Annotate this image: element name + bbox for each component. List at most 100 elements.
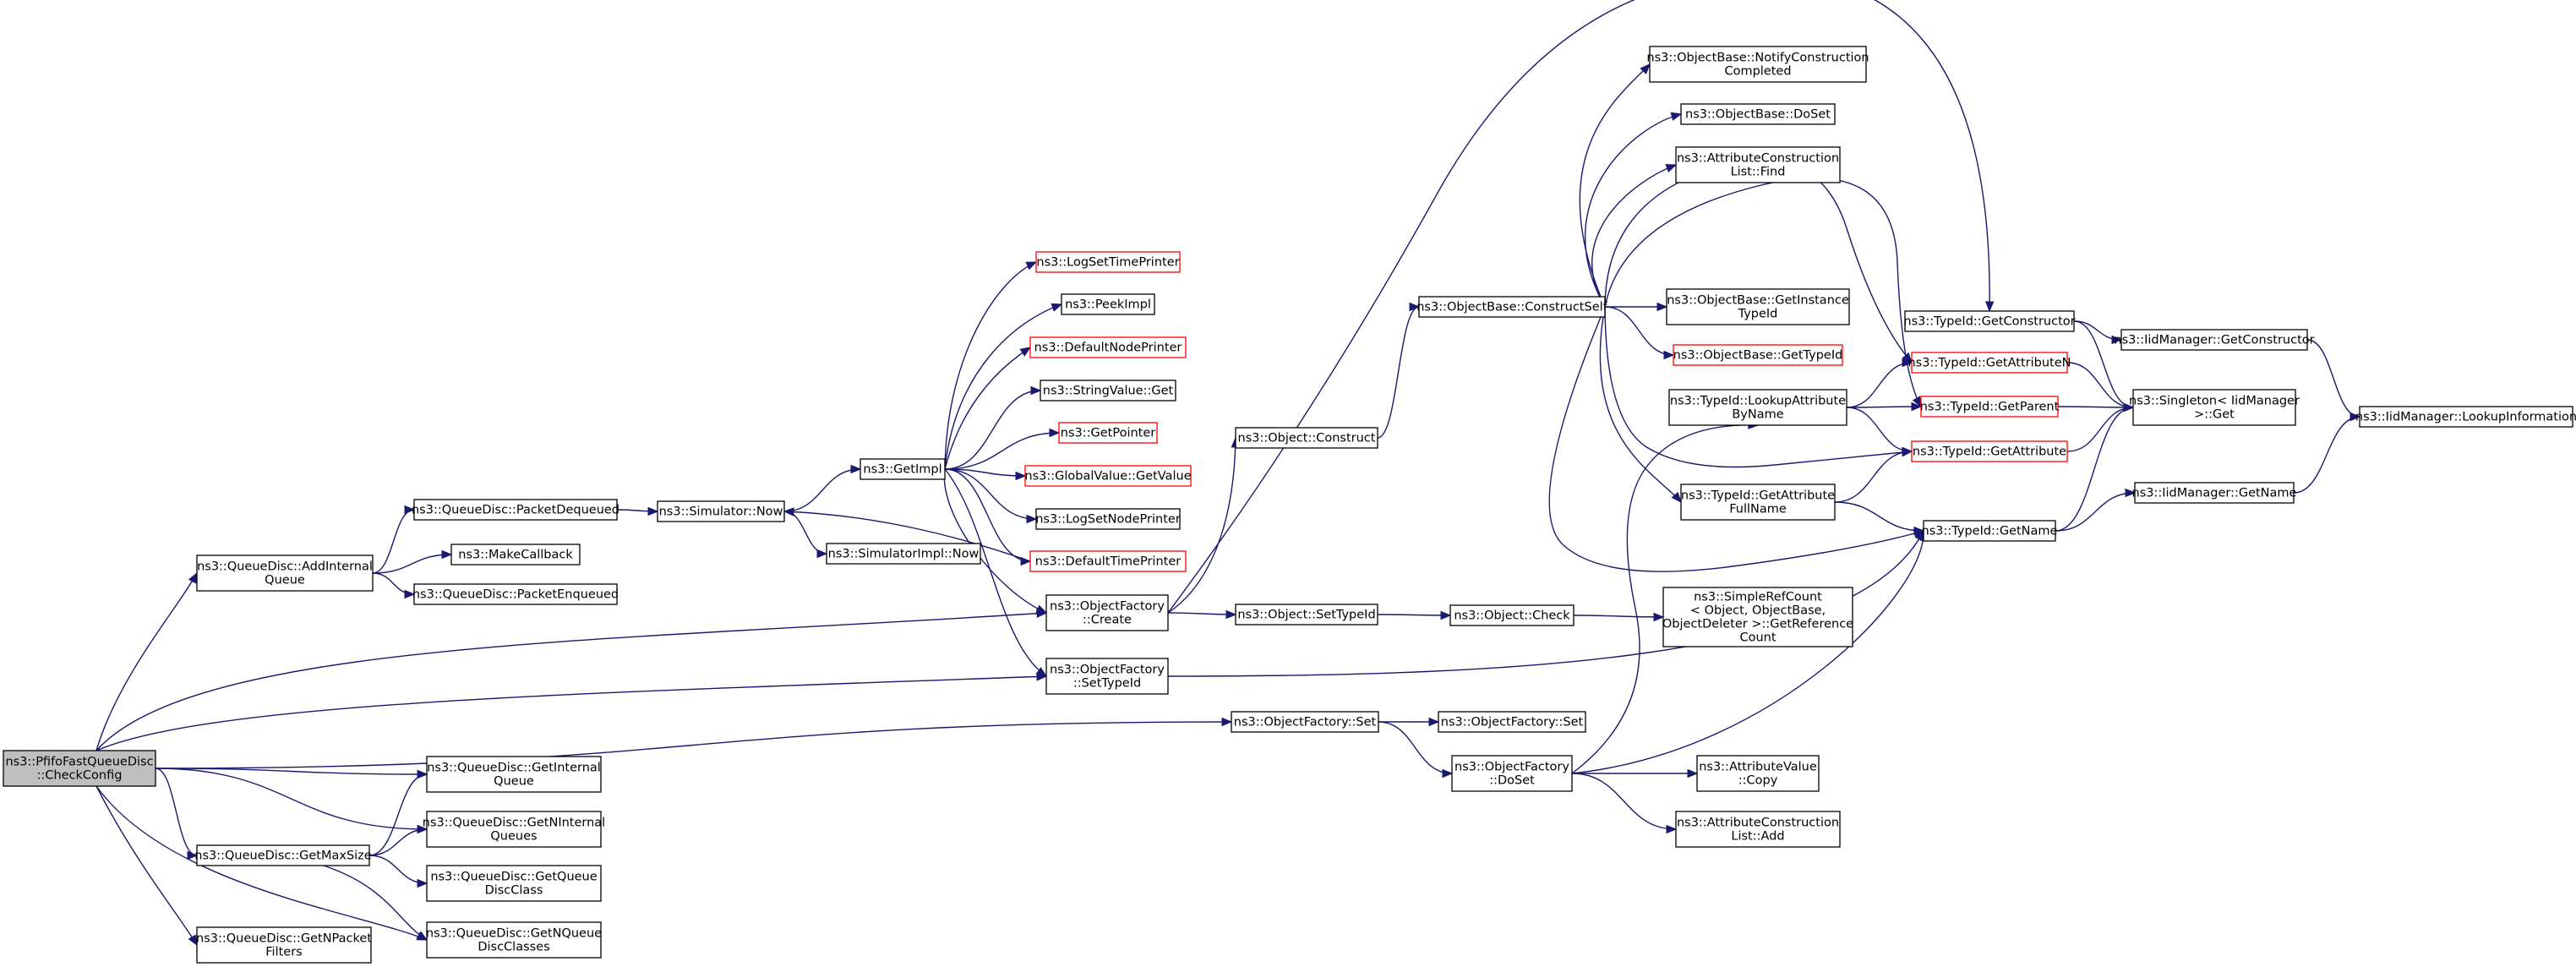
node-box[interactable] (1673, 344, 1843, 366)
node-box[interactable] (826, 543, 981, 565)
node-lookupInformation[interactable]: ns3::IidManager::LookupInformation (2355, 406, 2576, 428)
node-attrValueCopy[interactable]: ns3::AttributeValue::Copy (1696, 755, 1820, 792)
node-box[interactable] (1911, 440, 2068, 462)
node-defaultNodePrinter[interactable]: ns3::DefaultNodePrinter (1029, 336, 1187, 358)
node-objectBaseGetTypeId[interactable]: ns3::ObjectBase::GetTypeId (1673, 344, 1843, 366)
node-box[interactable] (1666, 288, 1850, 325)
node-box[interactable] (426, 756, 602, 793)
node-typeIdGetConstructor[interactable]: ns3::TypeId::GetConstructor (1903, 310, 2076, 332)
node-box[interactable] (1045, 658, 1169, 695)
node-peekImpl[interactable]: ns3::PeekImpl (1061, 293, 1155, 315)
node-box[interactable] (1451, 755, 1573, 792)
node-box[interactable] (1231, 711, 1379, 733)
node-packetDequeued[interactable]: ns3::QueueDisc::PacketDequeued (412, 499, 619, 521)
node-iidGetName[interactable]: ns3::IidManager::GetName (2132, 482, 2297, 504)
node-box[interactable] (1675, 811, 1841, 848)
node-box[interactable] (413, 583, 618, 605)
node-box[interactable] (1662, 587, 1853, 647)
node-box[interactable] (1235, 427, 1378, 449)
node-stringValueGet[interactable]: ns3::StringValue::Get (1040, 380, 1176, 402)
node-box[interactable] (1649, 46, 1867, 83)
node-box[interactable] (413, 499, 618, 521)
node-objectSetTypeId[interactable]: ns3::Object::SetTypeId (1235, 604, 1378, 626)
node-box[interactable] (1045, 594, 1169, 631)
node-notifyConstruction[interactable]: ns3::ObjectBase::NotifyConstructionCompl… (1646, 46, 1869, 83)
node-box[interactable] (1061, 293, 1155, 315)
node-box[interactable] (1235, 604, 1378, 626)
node-logSetTimePrinter[interactable]: ns3::LogSetTimePrinter (1035, 251, 1181, 273)
node-box[interactable] (426, 811, 602, 848)
node-getPointer[interactable]: ns3::GetPointer (1058, 422, 1158, 444)
node-simpleRefCount[interactable]: ns3::SimpleRefCount< Object, ObjectBase,… (1662, 587, 1853, 647)
node-root[interactable]: ns3::PfifoFastQueueDisc::CheckConfig (3, 750, 156, 787)
node-box[interactable] (1040, 380, 1176, 402)
node-typeIdGetName[interactable]: ns3::TypeId::GetName (1922, 520, 2058, 542)
node-defaultTimePrinter[interactable]: ns3::DefaultTimePrinter (1029, 550, 1187, 572)
node-box[interactable] (1035, 251, 1181, 273)
node-simulatorNow[interactable]: ns3::Simulator::Now (657, 500, 785, 522)
node-box[interactable] (657, 500, 785, 522)
node-box[interactable] (1035, 508, 1181, 530)
node-box[interactable] (2134, 482, 2295, 504)
node-box[interactable] (196, 555, 374, 592)
node-box[interactable] (1668, 389, 1847, 426)
node-objFactorySet2[interactable]: ns3::ObjectFactory::Set (1438, 711, 1586, 733)
node-box[interactable] (426, 865, 602, 902)
node-singletonGet[interactable]: ns3::Singleton< IidManager >::Get (2129, 389, 2300, 426)
node-box[interactable] (2132, 389, 2296, 426)
node-iidGetConstructor[interactable]: ns3::IidManager::GetConstructor (2114, 329, 2315, 351)
node-objFactoryCreate[interactable]: ns3::ObjectFactory::Create (1045, 594, 1169, 631)
node-box[interactable] (1923, 520, 2056, 542)
node-typeIdGetParent[interactable]: ns3::TypeId::GetParent (1920, 396, 2060, 418)
node-objectCheck[interactable]: ns3::Object::Check (1449, 604, 1575, 626)
node-typeIdGetAttribute[interactable]: ns3::TypeId::GetAttribute (1911, 440, 2068, 462)
node-objectBaseDoSet[interactable]: ns3::ObjectBase::DoSet (1680, 103, 1836, 125)
node-box[interactable] (1920, 396, 2059, 418)
node-box[interactable] (2359, 406, 2573, 428)
node-constructSelf[interactable]: ns3::ObjectBase::ConstructSelf (1416, 296, 1608, 318)
node-getMaxSize[interactable]: ns3::QueueDisc::GetMaxSize (194, 844, 372, 866)
node-box[interactable] (1029, 550, 1187, 572)
node-globalValueGetValue[interactable]: ns3::GlobalValue::GetValue (1024, 465, 1192, 487)
node-box[interactable] (1675, 146, 1841, 183)
node-box[interactable] (860, 458, 946, 480)
node-simulatorImplNow[interactable]: ns3::SimulatorImpl::Now (826, 543, 981, 565)
node-box[interactable] (3, 750, 156, 787)
node-objFactorySet[interactable]: ns3::ObjectFactory::Set (1231, 711, 1379, 733)
node-box[interactable] (2120, 329, 2308, 351)
node-box[interactable] (1024, 465, 1192, 487)
node-box[interactable] (1680, 103, 1836, 125)
node-box[interactable] (1418, 296, 1606, 318)
node-typeIdGetAttributeN[interactable]: ns3::TypeId::GetAttributeN (1907, 352, 2071, 374)
node-box[interactable] (1438, 711, 1586, 733)
node-box[interactable] (1904, 310, 2075, 332)
node-objFactoryDoSet[interactable]: ns3::ObjectFactory::DoSet (1451, 755, 1573, 792)
node-objectConstruct[interactable]: ns3::Object::Construct (1235, 427, 1378, 449)
node-packetEnqueued[interactable]: ns3::QueueDisc::PacketEnqueued (412, 583, 619, 605)
node-box[interactable] (1696, 755, 1820, 792)
node-box[interactable] (1449, 604, 1575, 626)
node-box[interactable] (196, 844, 370, 866)
node-box[interactable] (1680, 484, 1836, 521)
node-box[interactable] (196, 926, 372, 964)
node-makeCallback[interactable]: ns3::MakeCallback (450, 544, 581, 565)
node-box[interactable] (1911, 352, 2068, 374)
node-logSetNodePrinter[interactable]: ns3::LogSetNodePrinter (1035, 508, 1181, 530)
node-getImpl[interactable]: ns3::GetImpl (860, 458, 946, 480)
node-box[interactable] (450, 544, 581, 565)
node-box[interactable] (1029, 336, 1187, 358)
node-box[interactable] (1058, 422, 1158, 444)
node-objFactorySetTypeId[interactable]: ns3::ObjectFactory::SetTypeId (1045, 658, 1169, 695)
node-box[interactable] (426, 921, 602, 959)
